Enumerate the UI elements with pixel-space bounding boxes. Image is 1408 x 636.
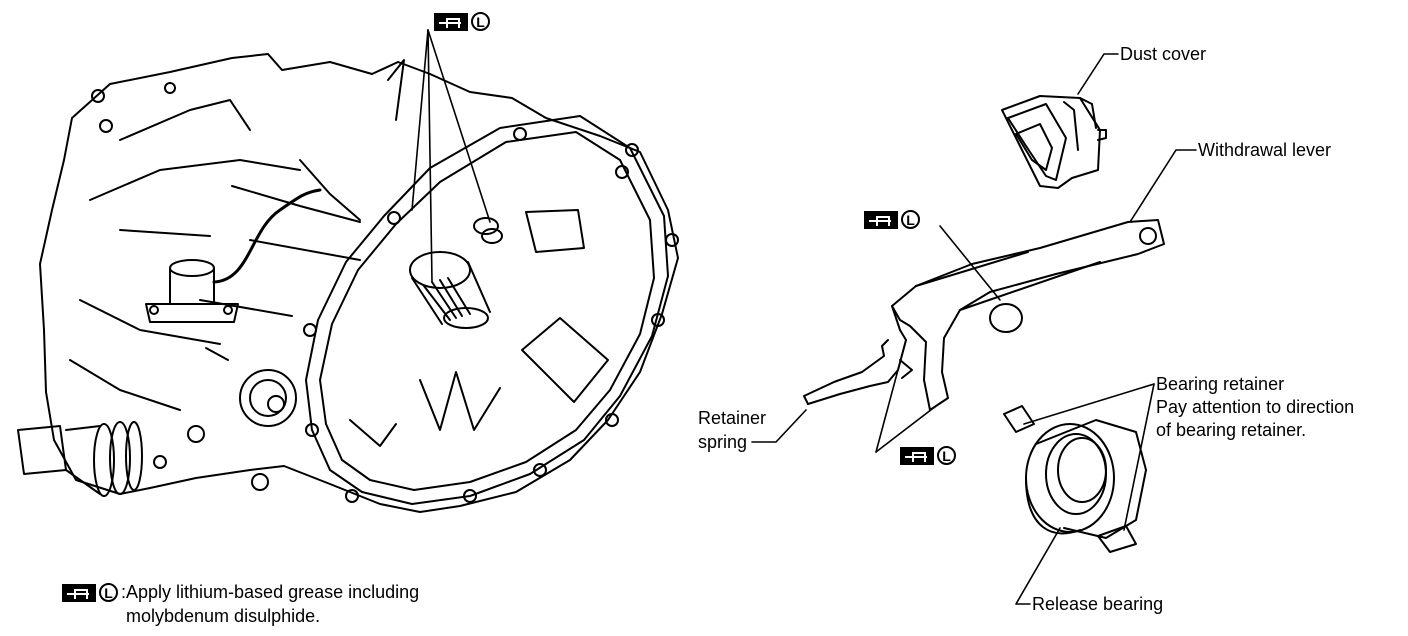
lithium-grease-letter: L — [937, 446, 956, 465]
withdrawal-lever-drawing — [803, 219, 1165, 411]
lithium-grease-letter: L — [901, 210, 920, 229]
withdrawal-lever-leader — [1129, 149, 1197, 223]
label-retainer-spring-line1: Retainer — [698, 408, 767, 428]
grease-leader-lines-bottom — [875, 339, 937, 453]
grease-gun-icon — [434, 12, 468, 31]
grease-symbol-fork: L — [900, 446, 956, 465]
grease-symbol-lever: L — [864, 210, 920, 229]
label-withdrawal-lever: Withdrawal lever — [1198, 140, 1332, 160]
release-bearing-leader — [1015, 527, 1061, 605]
retainer-spring-leader — [751, 409, 807, 443]
label-retainer-spring-line2: spring — [698, 432, 748, 452]
label-release-bearing: Release bearing — [1032, 594, 1164, 614]
footnote-colon: : — [121, 582, 127, 602]
grease-symbol-top: L — [434, 12, 490, 31]
footnote-line2: molybdenum disulphide. — [126, 606, 321, 626]
bearing-retainer-leaders — [1023, 383, 1155, 531]
grease-leader-lever — [939, 225, 1001, 301]
footnote-grease-symbol: L : — [62, 582, 126, 603]
transaxle-case-drawing — [17, 53, 679, 513]
grease-gun-icon — [62, 583, 96, 602]
lithium-grease-letter: L — [99, 583, 118, 602]
label-dust-cover: Dust cover — [1120, 44, 1207, 64]
label-bearing-note-line1: Pay attention to direction — [1156, 397, 1355, 417]
footnote-line1: Apply lithium-based grease including — [126, 582, 420, 602]
lithium-grease-letter: L — [471, 12, 490, 31]
label-bearing-retainer: Bearing retainer — [1156, 374, 1285, 394]
dust-cover-leader — [1077, 53, 1119, 95]
release-bearing-drawing — [1003, 405, 1147, 553]
grease-gun-icon — [900, 446, 934, 465]
grease-gun-icon — [864, 210, 898, 229]
dust-cover-drawing — [1001, 95, 1107, 189]
grease-leader-lines-top — [411, 29, 491, 283]
label-bearing-note-line2: of bearing retainer. — [1156, 420, 1307, 440]
